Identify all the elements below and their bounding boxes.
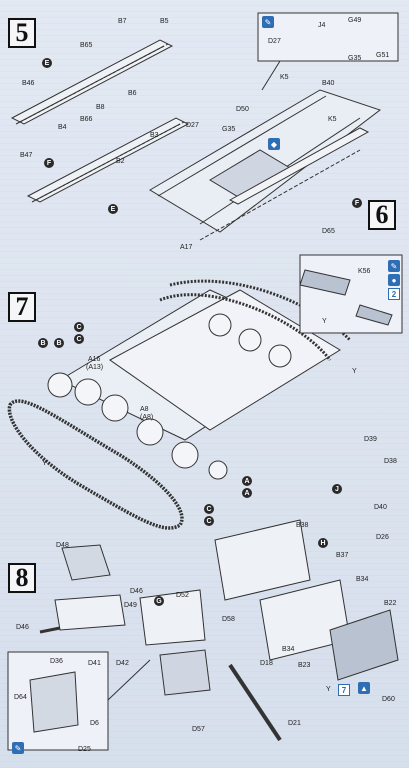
assembly-marker: B [54,338,64,348]
step-number-7: 7 [8,292,36,322]
part-label: D65 [322,228,335,235]
part-label: B40 [322,80,335,87]
part-label: (A13) [86,364,104,371]
part-label: B37 [336,552,349,559]
part-label: G51 [376,52,390,59]
part-label: D38 [384,458,397,465]
part-label: D39 [364,436,377,443]
assembly-marker: F [44,158,54,168]
part-label: D46 [130,588,143,595]
part-label: B38 [296,522,309,529]
part-label: D21 [288,720,301,727]
part-label: B6 [128,90,137,97]
assembly-marker: C [74,334,84,344]
part-label: D41 [88,660,101,667]
brush-icon: ✎ [12,742,24,754]
assembly-marker: G [154,596,164,606]
cement-icon: ✎ [262,16,274,28]
part-label: J4 [318,22,326,29]
step-number-5: 5 [8,18,36,48]
part-label: B34 [356,576,369,583]
part-label: D49 [124,602,137,609]
part-label: D18 [260,660,273,667]
part-label: A16 [88,356,101,363]
part-label: D60 [382,696,395,703]
assembly-marker: C [204,504,214,514]
part-label: B66 [80,116,93,123]
part-label: B4 [58,124,67,131]
part-label: K5 [280,74,289,81]
assembly-marker: C [204,516,214,526]
assembly-marker: A [242,476,252,486]
part-label: B65 [80,42,93,49]
cement-icon: ◆ [268,138,280,150]
part-label: A17 [180,244,193,251]
part-label: K5 [328,116,337,123]
quantity-box: 7 [338,684,350,696]
brush-icon: ✎ [388,260,400,272]
part-label: D27 [186,122,199,129]
assembly-marker: E [42,58,52,68]
part-label: B7 [118,18,127,25]
part-label: D52 [176,592,189,599]
part-label: D25 [78,746,91,753]
glue-drop-icon: ● [388,274,400,286]
part-label: Y [352,368,357,375]
part-label: G49 [348,17,362,24]
cement-icon: ▲ [358,682,370,694]
part-label: B23 [298,662,311,669]
assembly-marker: B [38,338,48,348]
assembly-marker: A [242,488,252,498]
part-label: K56 [358,268,371,275]
part-label: B22 [384,600,397,607]
part-label: D42 [116,660,129,667]
assembly-marker: F [352,198,362,208]
step-number-6: 6 [368,200,396,230]
part-label: B46 [22,80,35,87]
part-label: D26 [376,534,389,541]
part-label: D36 [50,658,63,665]
part-label: D64 [14,694,27,701]
part-label: B3 [150,132,159,139]
part-label: Y [322,318,327,325]
part-label: D48 [56,542,69,549]
assembly-marker: J [332,484,342,494]
part-label: D46 [16,624,29,631]
part-label: B2 [116,158,125,165]
part-label: B5 [160,18,169,25]
part-label: B47 [20,152,33,159]
part-label: B34 [282,646,295,653]
part-label: D50 [236,106,249,113]
part-label: G35 [348,55,362,62]
part-label: D40 [374,504,387,511]
part-label: Y [326,686,331,693]
quantity-box: 2 [388,288,400,300]
assembly-marker: C [74,322,84,332]
part-label: Y [42,460,47,467]
part-label: B8 [96,104,105,111]
part-label: D58 [222,616,235,623]
step-number-8: 8 [8,563,36,593]
part-label: D27 [268,38,281,45]
part-label: G35 [222,126,236,133]
part-label: A8 [140,406,149,413]
assembly-marker: E [108,204,118,214]
part-label: D57 [192,726,205,733]
assembly-marker: H [318,538,328,548]
part-label: D6 [90,720,99,727]
part-label: (A8) [140,414,154,421]
